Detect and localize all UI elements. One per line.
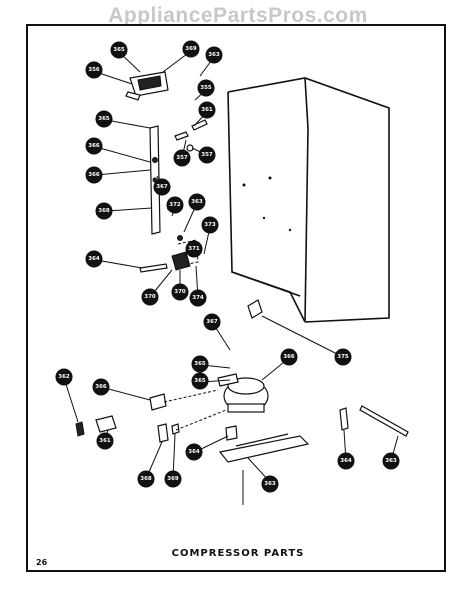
callout-32: 364 [337,452,355,470]
svg-text:368: 368 [98,208,110,214]
callout-34: 363 [261,475,279,493]
callout-3: 363 [205,46,223,64]
callout-25: 366 [280,348,298,366]
svg-text:370: 370 [144,294,156,300]
watermark: AppliancePartsPros.com [108,4,368,27]
svg-text:363: 363 [208,52,220,58]
svg-text:367: 367 [206,319,218,325]
svg-text:361: 361 [99,438,111,444]
callout-30: 368 [137,470,155,488]
callout-5: 365 [95,110,113,128]
svg-text:365: 365 [194,361,206,367]
svg-text:366: 366 [95,384,107,390]
callout-8: 366 [85,166,103,184]
callouts: 365 369 356 363 355 365 361 366 366 357 … [55,40,400,493]
callout-1: 369 [182,40,200,58]
wire-harness [163,389,219,403]
svg-text:368: 368 [140,476,152,482]
callout-31: 369 [164,470,182,488]
svg-text:369: 369 [167,476,179,482]
svg-text:357: 357 [176,155,188,161]
svg-text:355: 355 [200,85,212,91]
svg-text:363: 363 [264,481,276,487]
svg-text:374: 374 [192,295,204,301]
svg-text:366: 366 [88,172,100,178]
svg-text:372: 372 [169,202,181,208]
svg-text:363: 363 [385,458,397,464]
svg-text:365: 365 [113,47,125,53]
svg-text:356: 356 [88,67,100,73]
callout-6: 361 [198,101,216,119]
callout-11: 368 [95,202,113,220]
svg-text:362: 362 [58,374,70,380]
callout-4: 355 [197,79,215,97]
callout-15: 364 [85,250,103,268]
callout-24: 365 [191,372,209,390]
callout-0: 365 [110,41,128,59]
drain-tube [339,405,409,437]
svg-text:366: 366 [283,354,295,360]
callout-18: 370 [141,288,159,306]
page-number: 26 [36,558,48,567]
svg-text:357: 357 [201,152,213,158]
callout-2: 356 [85,61,103,79]
callout-20: 374 [189,289,207,307]
relay-bracket [125,71,169,101]
overload-assembly [139,239,199,273]
callout-21: 375 [334,348,352,366]
callout-19: 370 [171,283,189,301]
cabinet [227,77,390,323]
callout-23: 365 [191,355,209,373]
callout-26: 362 [55,368,73,386]
callout-28: 361 [96,432,114,450]
callout-9: 357 [173,149,191,167]
diagram-caption: COMPRESSOR PARTS [171,548,305,559]
callout-13: 372 [166,196,184,214]
diagram-frame [26,24,446,572]
callout-22: 367 [203,313,221,331]
mounting-plate [149,125,161,235]
callout-7: 366 [85,137,103,155]
svg-text:371: 371 [188,246,200,252]
callout-10: 357 [198,146,216,164]
leader-lines [63,50,399,505]
callout-14: 363 [188,193,206,211]
svg-text:364: 364 [340,458,352,464]
svg-text:373: 373 [204,222,216,228]
callout-17: 373 [201,216,219,234]
base-pan [218,433,310,463]
callout-29: 364 [185,443,203,461]
svg-text:363: 363 [191,199,203,205]
svg-text:366: 366 [88,143,100,149]
svg-text:364: 364 [88,256,100,262]
svg-text:369: 369 [185,46,197,52]
callout-27: 366 [92,378,110,396]
screws [167,119,208,241]
svg-text:365: 365 [194,378,206,384]
svg-text:364: 364 [188,449,200,455]
svg-text:367: 367 [156,184,168,190]
svg-text:370: 370 [174,289,186,295]
callout-12: 367 [153,178,171,196]
callout-33: 363 [382,452,400,470]
svg-text:375: 375 [337,354,349,360]
connector [247,299,263,319]
bracket-left [75,393,238,443]
wire-harness-lower [175,409,227,431]
svg-text:361: 361 [201,107,213,113]
callout-16: 371 [185,240,203,258]
compressor [217,373,269,413]
svg-text:365: 365 [98,116,110,122]
